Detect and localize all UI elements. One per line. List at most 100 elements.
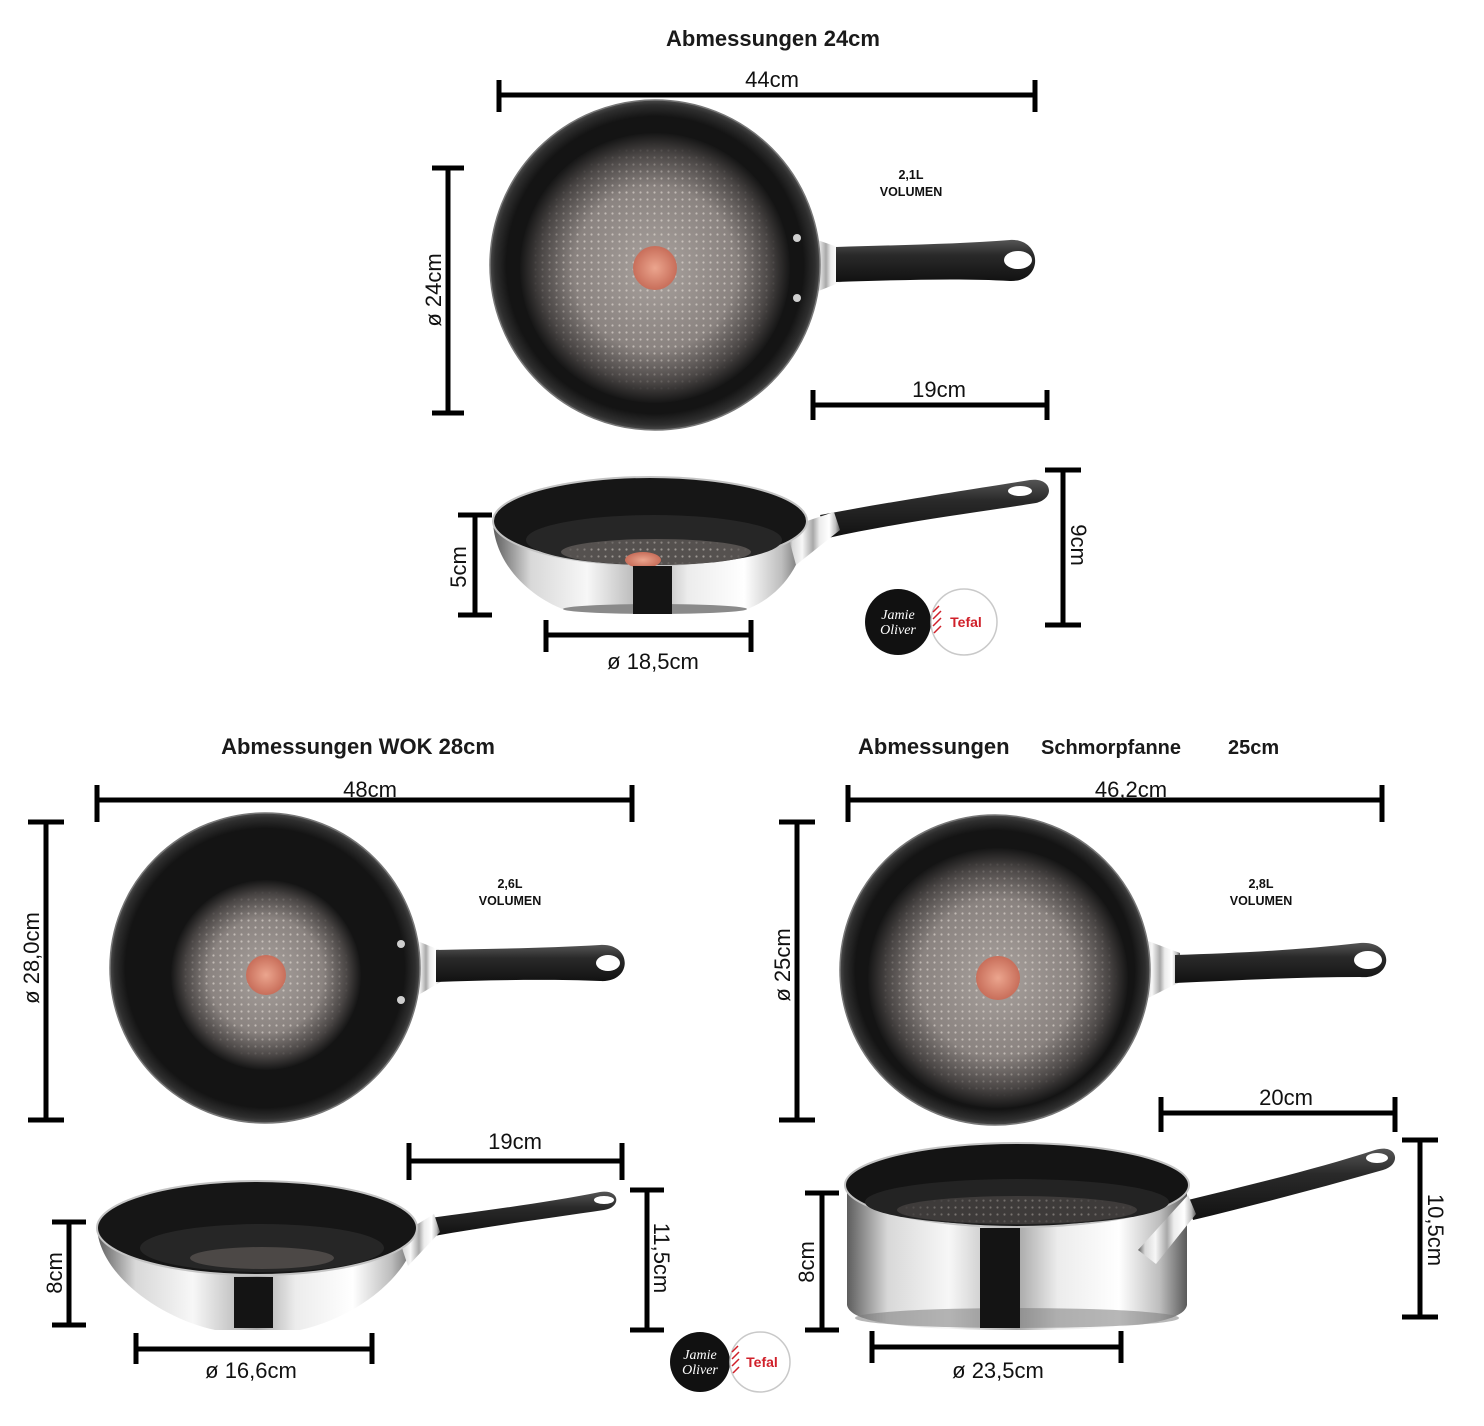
dimension-handle-length: 19cm [406, 1129, 625, 1180]
product-label-band [234, 1277, 273, 1328]
section-schmorpfanne-25cm: Abmessungen Schmorpfanne 25cm 46,2cm ø 2… [770, 734, 1448, 1383]
thermo-spot [625, 552, 661, 568]
jamie-oliver-logo [865, 589, 931, 655]
dimension-height-total: 11,5cm [630, 1187, 674, 1333]
section-title: Abmessungen WOK 28cm [221, 734, 495, 759]
volume-value: 2,1L [898, 168, 923, 182]
schmorpfanne-handle [1175, 942, 1387, 983]
tefal-logo [930, 588, 998, 656]
volume-label: VOLUMEN [479, 894, 542, 908]
handle-hole [1008, 486, 1032, 496]
schmorpfanne-top-view [839, 814, 1387, 1126]
diameter-bottom-label: ø 23,5cm [952, 1358, 1044, 1383]
jamie-logo-line2: Oliver [880, 623, 916, 638]
length-total-label: 48cm [343, 777, 397, 802]
handle-hole [596, 955, 620, 971]
dimension-handle-length: 20cm [1158, 1085, 1398, 1132]
tefal-logo-text: Tefal [950, 614, 982, 630]
height-total-label: 10,5cm [1423, 1194, 1448, 1266]
dimension-height-total: 9cm [1045, 467, 1091, 628]
volume-value: 2,6L [497, 877, 522, 891]
handle-connector [398, 1214, 440, 1266]
dimension-handle-length: 19cm [810, 377, 1050, 420]
handle-length-label: 20cm [1259, 1085, 1313, 1110]
diameter-top-label: ø 25cm [770, 928, 795, 1001]
dimension-diameter-bottom: ø 16,6cm [133, 1333, 375, 1383]
dimension-diameter-bottom: ø 23,5cm [869, 1331, 1124, 1383]
schmorpfanne-texture [897, 1196, 1137, 1224]
pan-handle [820, 479, 1049, 538]
section-wok-28cm: Abmessungen WOK 28cm 48cm ø 28,0cm 2,6L … [19, 734, 791, 1393]
wok-handle [436, 944, 625, 982]
thermo-spot [633, 246, 677, 290]
dimension-height-body: 8cm [794, 1190, 839, 1333]
length-total-label: 44cm [745, 67, 799, 92]
pan-top-view [489, 99, 1036, 431]
pan-texture [561, 539, 751, 565]
volume-value: 2,8L [1248, 877, 1273, 891]
diameter-top-label: ø 28,0cm [19, 912, 44, 1004]
dimension-diameter-top: ø 28,0cm [19, 819, 64, 1123]
handle-hole [594, 1196, 614, 1204]
dimension-height-total: 10,5cm [1402, 1137, 1448, 1320]
section-title: Abmessungen [858, 734, 1010, 759]
length-total-label: 46,2cm [1095, 777, 1167, 802]
schmorpfanne-handle [1188, 1148, 1396, 1220]
volume-info: 2,6L VOLUMEN [479, 877, 542, 908]
height-total-label: 9cm [1066, 524, 1091, 566]
rivet [793, 294, 801, 302]
thermo-spot [976, 956, 1020, 1000]
thermo-spot [246, 955, 286, 995]
jamie-logo-line1: Jamie [881, 608, 914, 623]
rivet [793, 234, 801, 242]
pan-handle [836, 239, 1036, 282]
handle-length-label: 19cm [912, 377, 966, 402]
height-body-label: 8cm [42, 1252, 67, 1294]
product-label-band [980, 1228, 1020, 1328]
dimension-diameter-top: ø 25cm [770, 819, 815, 1123]
section-title: Abmessungen 24cm [666, 26, 880, 51]
dimension-length-total: 48cm [94, 777, 635, 822]
handle-hole [1354, 951, 1382, 969]
diameter-bottom-label: ø 18,5cm [607, 649, 699, 674]
wok-top-view [109, 812, 625, 1124]
wok-inner-bottom [190, 1247, 334, 1269]
dimension-length-total: 44cm [496, 67, 1038, 112]
rivet [397, 940, 405, 948]
section-pan-24cm: Abmessungen 24cm 44cm ø 24cm 2,1L VOLUME… [421, 26, 1091, 674]
section-title-product: Schmorpfanne [1041, 737, 1181, 759]
handle-hole [1366, 1153, 1388, 1163]
volume-info: 2,1L VOLUMEN [880, 168, 943, 199]
dimension-length-total: 46,2cm [845, 777, 1385, 822]
handle-connector [1138, 1195, 1196, 1264]
diameter-bottom-label: ø 16,6cm [205, 1358, 297, 1383]
handle-connector [1140, 938, 1180, 1002]
pan-side-view [492, 476, 1049, 614]
volume-info: 2,8L VOLUMEN [1230, 877, 1293, 908]
height-body-label: 5cm [446, 546, 471, 588]
dimension-height-body: 8cm [42, 1219, 86, 1328]
dimension-diameter-bottom: ø 18,5cm [543, 620, 754, 674]
height-total-label: 11,5cm [649, 1223, 674, 1294]
logo-divider-stripes [731, 1345, 740, 1374]
brand-logos: Jamie Oliver Tefal [670, 1331, 791, 1393]
dimension-height-body: 5cm [446, 512, 492, 618]
volume-label: VOLUMEN [1230, 894, 1293, 908]
diameter-top-label: ø 24cm [421, 253, 446, 326]
section-title-size: 25cm [1228, 737, 1279, 759]
product-label-band [633, 566, 672, 614]
wok-side-view [96, 1180, 617, 1330]
rivet [397, 996, 405, 1004]
jamie-logo-line2: Oliver [682, 1363, 718, 1378]
handle-length-label: 19cm [488, 1129, 542, 1154]
volume-label: VOLUMEN [880, 185, 943, 199]
brand-logos: Jamie Oliver Tefal [865, 588, 998, 656]
schmorpfanne-side-view [844, 1142, 1396, 1330]
tefal-logo [729, 1331, 791, 1393]
tefal-logo-text: Tefal [746, 1354, 778, 1370]
dimension-diameter-top: ø 24cm [421, 165, 464, 416]
logo-divider-stripes [932, 605, 942, 634]
height-body-label: 8cm [794, 1241, 819, 1283]
jamie-logo-line1: Jamie [683, 1348, 716, 1363]
